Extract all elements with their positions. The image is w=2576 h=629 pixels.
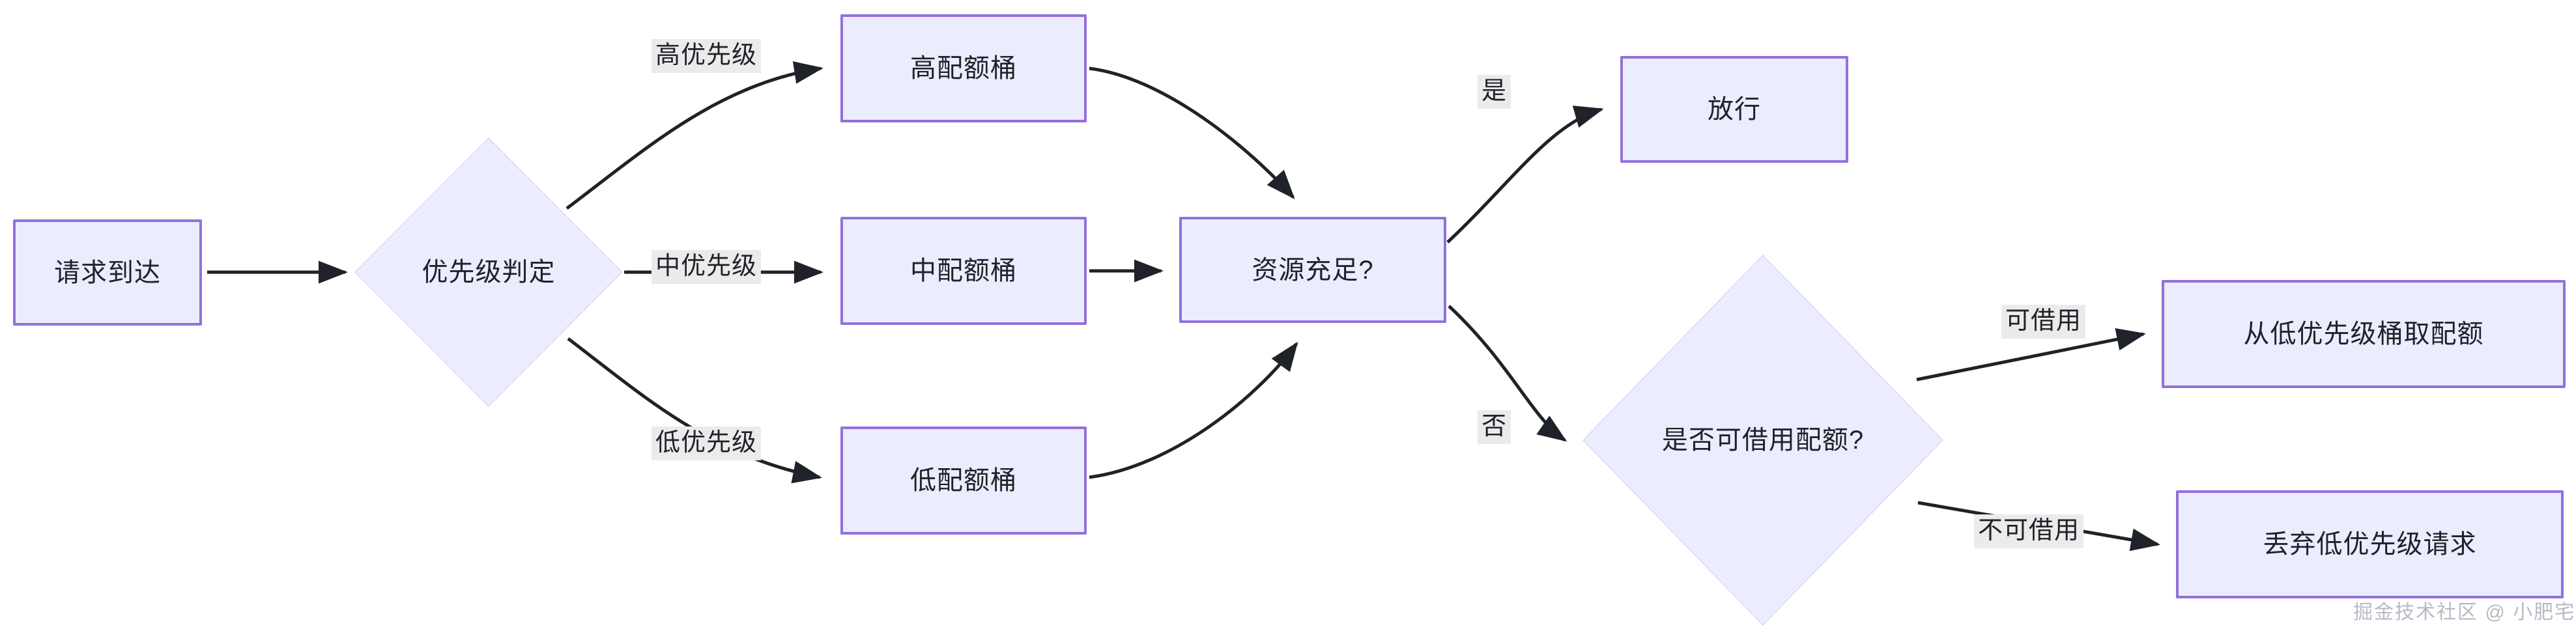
node-label: 放行 [1708, 95, 1761, 124]
node-n3[interactable]: 高配额桶 [840, 14, 1087, 122]
node-n6[interactable]: 资源充足? [1179, 217, 1446, 323]
edge-label-n8-to-n9: 可借用 [2001, 305, 2086, 339]
node-n2[interactable]: 优先级判定 [355, 138, 622, 406]
edge-n8-to-n9 [1916, 328, 2146, 382]
watermark: 掘金技术社区 @ 小肥宅仙女 [2353, 602, 2576, 623]
node-n10[interactable]: 丢弃低优先级请求 [2176, 490, 2564, 598]
edge-label-n6-to-n8: 否 [1478, 410, 1511, 444]
node-label: 优先级判定 [422, 258, 556, 287]
edge-label-n2-to-n5: 低优先级 [651, 426, 762, 460]
node-label: 请求到达 [54, 258, 161, 287]
node-n4[interactable]: 中配额桶 [840, 217, 1087, 325]
node-label: 丢弃低优先级请求 [2263, 530, 2477, 559]
edge-label-n2-to-n3: 高优先级 [651, 39, 762, 73]
edge-n6-to-n7 [1446, 105, 1604, 244]
node-n7[interactable]: 放行 [1620, 56, 1848, 163]
node-label: 中配额桶 [910, 257, 1017, 285]
edge-n5-to-n6 [1089, 341, 1298, 479]
node-label: 低配额桶 [910, 466, 1017, 495]
diamond-shape [1583, 255, 1943, 625]
node-label: 高配额桶 [910, 54, 1017, 83]
node-n9[interactable]: 从低优先级桶取配额 [2162, 280, 2566, 388]
node-n8[interactable]: 是否可借用配额? [1583, 255, 1943, 625]
edge-label-n8-to-n10: 不可借用 [1974, 514, 2084, 548]
node-label: 资源充足? [1252, 255, 1374, 285]
node-label: 是否可借用配额? [1661, 426, 1865, 454]
edge-n3-to-n6 [1089, 66, 1295, 199]
edge-label-n6-to-n7: 是 [1478, 75, 1511, 109]
edge-label-n2-to-n4: 中优先级 [651, 250, 762, 284]
node-n1[interactable]: 请求到达 [13, 219, 202, 326]
node-n5[interactable]: 低配额桶 [840, 426, 1087, 535]
diamond-shape [355, 138, 622, 406]
node-label: 从低优先级桶取配额 [2243, 320, 2484, 348]
